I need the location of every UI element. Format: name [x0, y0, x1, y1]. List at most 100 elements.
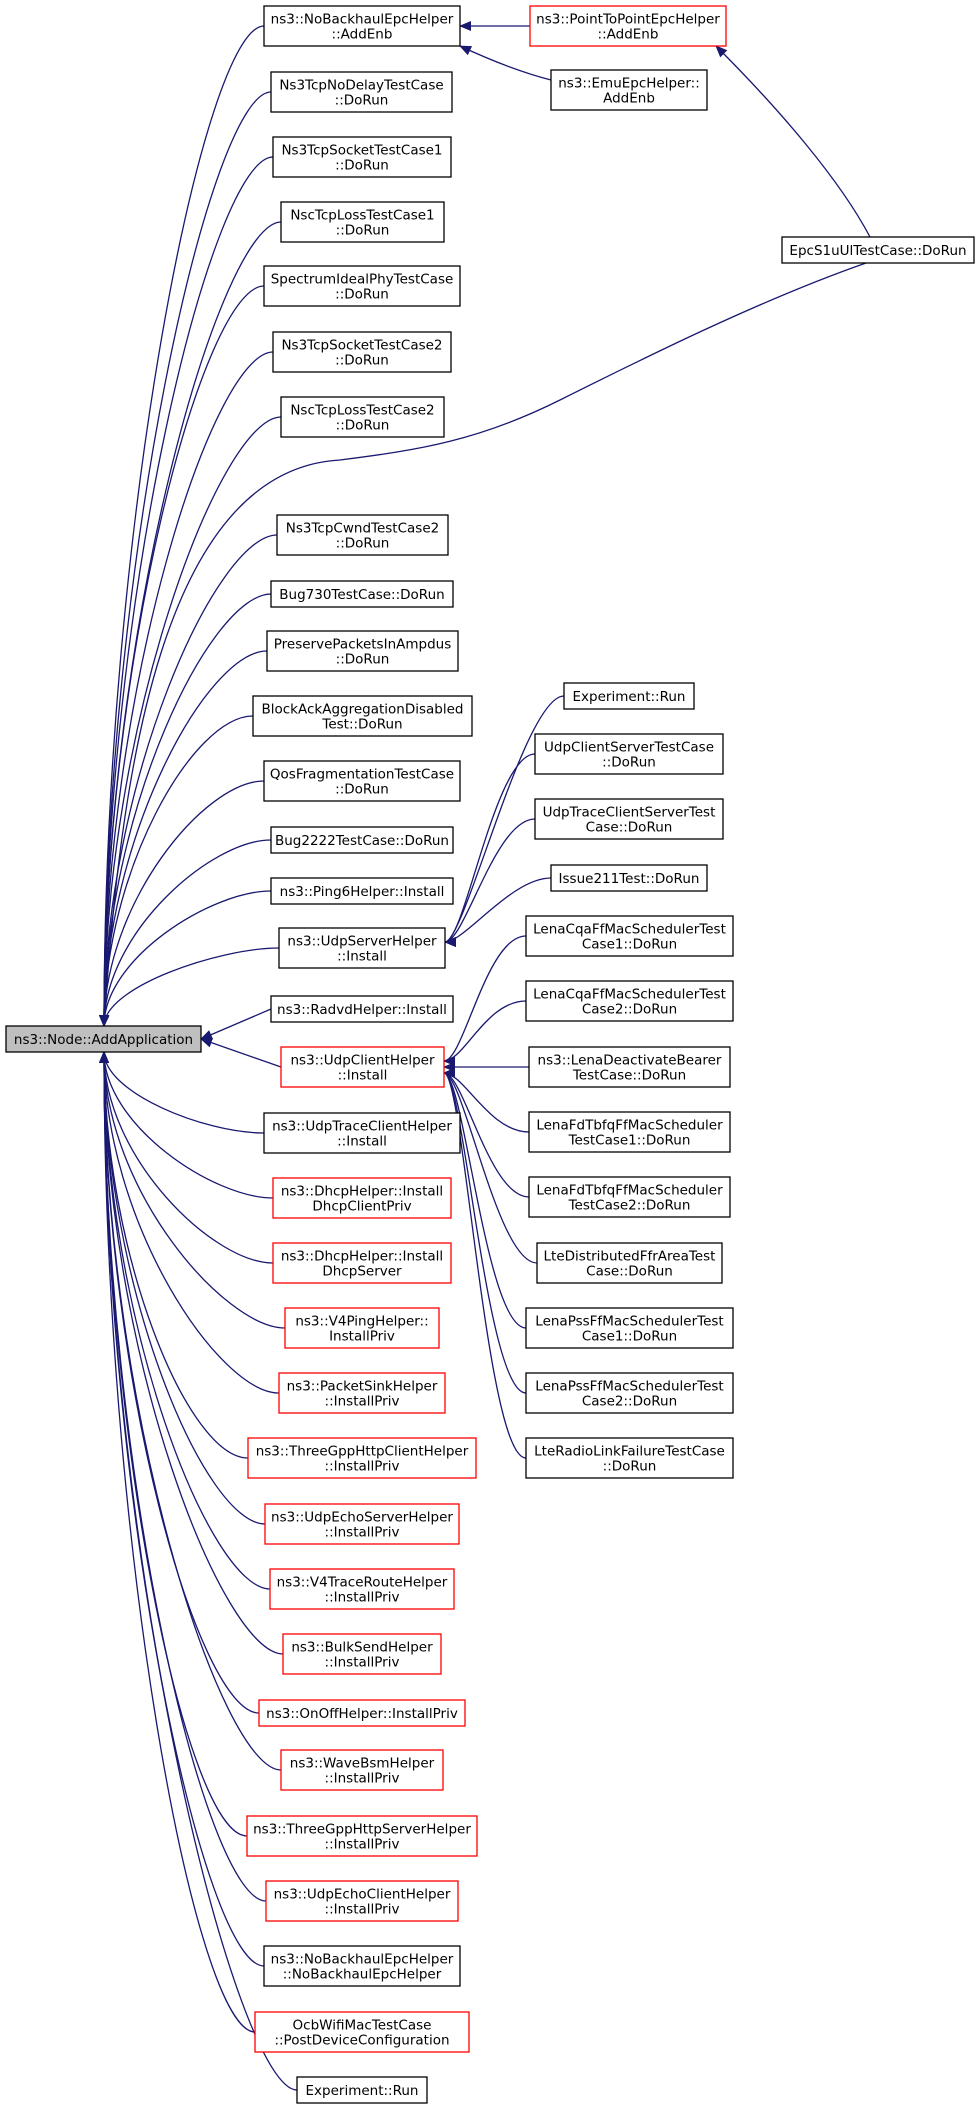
node-ns3tcpnodelay[interactable]: Ns3TcpNoDelayTestCase::DoRun — [270, 71, 453, 113]
node-label-line: ::DoRun — [336, 223, 390, 239]
node-box — [280, 201, 445, 243]
node-label-line: TestCase1::DoRun — [568, 1133, 691, 1149]
node-nobackhaul_addenb[interactable]: ns3::NoBackhaulEpcHelper::AddEnb — [263, 5, 461, 47]
node-label-line: ns3::PacketSinkHelper — [287, 1379, 438, 1395]
node-bulksend[interactable]: ns3::BulkSendHelper::InstallPriv — [282, 1633, 442, 1675]
node-emu_addenb[interactable]: ns3::EmuEpcHelper::AddEnb — [550, 69, 708, 111]
node-label-line: Case1::DoRun — [582, 1329, 677, 1345]
node-udptraceclient[interactable]: ns3::UdpTraceClientHelper::Install — [263, 1112, 461, 1154]
node-threegpphttpserver[interactable]: ns3::ThreeGppHttpServerHelper::InstallPr… — [246, 1815, 478, 1857]
edge-dhcpclient-to-root — [99, 1051, 274, 1199]
node-root[interactable]: ns3::Node::AddApplication — [5, 1025, 202, 1053]
node-bug730[interactable]: Bug730TestCase::DoRun — [270, 580, 454, 608]
edge-ping6-to-root — [99, 890, 272, 1027]
node-experiment_bottom[interactable]: Experiment::Run — [296, 2076, 428, 2104]
node-box — [270, 580, 454, 608]
node-udpclientserver[interactable]: UdpClientServerTestCase::DoRun — [534, 733, 724, 775]
node-lteradiolink[interactable]: LteRadioLinkFailureTestCase::DoRun — [525, 1437, 734, 1479]
node-preservepackets[interactable]: PreservePacketsInAmpdus::DoRun — [266, 630, 459, 672]
edge-spectrumideal-to-root — [99, 285, 265, 1027]
node-radvd[interactable]: ns3::RadvdHelper::Install — [270, 995, 454, 1023]
node-label-line: ::DoRun — [335, 287, 389, 303]
node-box — [296, 2076, 428, 2104]
edge-packetsink-to-root — [99, 1051, 280, 1394]
edge-layer — [99, 21, 871, 2091]
edge-ns3tcpsocket1-to-root — [99, 156, 274, 1027]
edge-preservepackets-to-root — [99, 650, 268, 1027]
node-udpserver[interactable]: ns3::UdpServerHelper::Install — [278, 927, 446, 969]
node-ping6[interactable]: ns3::Ping6Helper::Install — [270, 877, 454, 905]
node-ocbwifi[interactable]: OcbWifiMacTestCase::PostDeviceConfigurat… — [254, 2011, 470, 2053]
node-v4ping[interactable]: ns3::V4PingHelper::InstallPriv — [284, 1307, 440, 1349]
edge-threegpphttpserver-to-root — [99, 1051, 248, 1837]
node-label-line: TestCase::DoRun — [572, 1068, 686, 1084]
node-wavebsm[interactable]: ns3::WaveBsmHelper::InstallPriv — [280, 1749, 444, 1791]
node-onoff[interactable]: ns3::OnOffHelper::InstallPriv — [258, 1699, 466, 1727]
node-issue211[interactable]: Issue211Test::DoRun — [550, 864, 708, 892]
node-label-line: ::Install — [338, 1068, 388, 1084]
node-label-line: Experiment::Run — [573, 689, 686, 705]
edge-lenapss1-to-udpclient — [443, 1068, 527, 1329]
node-experiment_top[interactable]: Experiment::Run — [563, 682, 695, 710]
node-box — [270, 995, 454, 1023]
node-label-line: ns3::Ping6Helper::Install — [280, 884, 445, 900]
node-p2p_addenb[interactable]: ns3::PointToPointEpcHelper::AddEnb — [529, 5, 727, 47]
edge-wavebsm-to-root — [99, 1051, 282, 1771]
node-v4traceroute[interactable]: ns3::V4TraceRouteHelper::InstallPriv — [269, 1568, 455, 1610]
node-label-line: ::InstallPriv — [325, 1394, 400, 1410]
node-label-line: ::InstallPriv — [325, 1459, 400, 1475]
node-box — [278, 927, 446, 969]
node-ns3tcpcwnd2[interactable]: Ns3TcpCwndTestCase2::DoRun — [276, 514, 449, 556]
node-udpclient[interactable]: ns3::UdpClientHelper::Install — [280, 1046, 445, 1088]
node-threegpphttpclient[interactable]: ns3::ThreeGppHttpClientHelper::InstallPr… — [247, 1437, 477, 1479]
node-label-line: LenaCqaFfMacSchedulerTest — [533, 987, 726, 1003]
node-ns3tcpsocket1[interactable]: Ns3TcpSocketTestCase1::DoRun — [272, 136, 452, 178]
node-nobackhaul_ctor[interactable]: ns3::NoBackhaulEpcHelper::NoBackhaulEpcH… — [263, 1945, 461, 1987]
node-label-line: ns3::Node::AddApplication — [14, 1032, 193, 1048]
edge-bulksend-to-root — [99, 1051, 284, 1655]
node-label-line: PreservePacketsInAmpdus — [274, 637, 452, 653]
node-label-line: Case1::DoRun — [582, 937, 677, 953]
node-qosfrag[interactable]: QosFragmentationTestCase::DoRun — [263, 760, 461, 802]
node-label-line: ::InstallPriv — [325, 1837, 400, 1853]
node-packetsink[interactable]: ns3::PacketSinkHelper::InstallPriv — [278, 1372, 446, 1414]
node-nsctcploss1[interactable]: NscTcpLossTestCase1::DoRun — [280, 201, 445, 243]
edge-ltedistributed-to-udpclient — [443, 1068, 538, 1264]
edge-issue211-to-udpserver — [444, 877, 552, 947]
node-box — [266, 630, 459, 672]
node-label-line: ::InstallPriv — [325, 1590, 400, 1606]
node-label-line: Test::DoRun — [321, 717, 402, 733]
node-label-line: DhcpServer — [322, 1264, 402, 1280]
node-box — [246, 1815, 478, 1857]
edge-epcs1u-to-p2p_addenb — [715, 45, 871, 238]
node-label-line: InstallPriv — [329, 1329, 395, 1345]
node-ns3tcpsocket2[interactable]: Ns3TcpSocketTestCase2::DoRun — [272, 331, 452, 373]
node-label-line: LenaFdTbfqFfMacScheduler — [536, 1118, 723, 1134]
node-label-line: QosFragmentationTestCase — [270, 767, 454, 783]
node-label-line: Ns3TcpNoDelayTestCase — [279, 78, 443, 94]
node-box — [5, 1025, 202, 1053]
node-label-line: ns3::UdpClientHelper — [290, 1053, 434, 1069]
node-label-line: ::InstallPriv — [325, 1902, 400, 1918]
node-udpechoserver[interactable]: ns3::UdpEchoServerHelper::InstallPriv — [264, 1503, 460, 1545]
node-label-line: ns3::RadvdHelper::Install — [277, 1002, 447, 1018]
node-spectrumideal[interactable]: SpectrumIdealPhyTestCase::DoRun — [263, 265, 461, 307]
node-label-line: DhcpClientPriv — [312, 1199, 411, 1215]
node-nsctcploss2[interactable]: NscTcpLossTestCase2::DoRun — [280, 396, 445, 438]
edge-ns3tcpcwnd2-to-root — [99, 534, 278, 1027]
node-bug2222[interactable]: Bug2222TestCase::DoRun — [270, 826, 454, 854]
node-udpechoclient[interactable]: ns3::UdpEchoClientHelper::InstallPriv — [265, 1880, 459, 1922]
node-epcs1u[interactable]: EpcS1uUlTestCase::DoRun — [781, 236, 975, 264]
